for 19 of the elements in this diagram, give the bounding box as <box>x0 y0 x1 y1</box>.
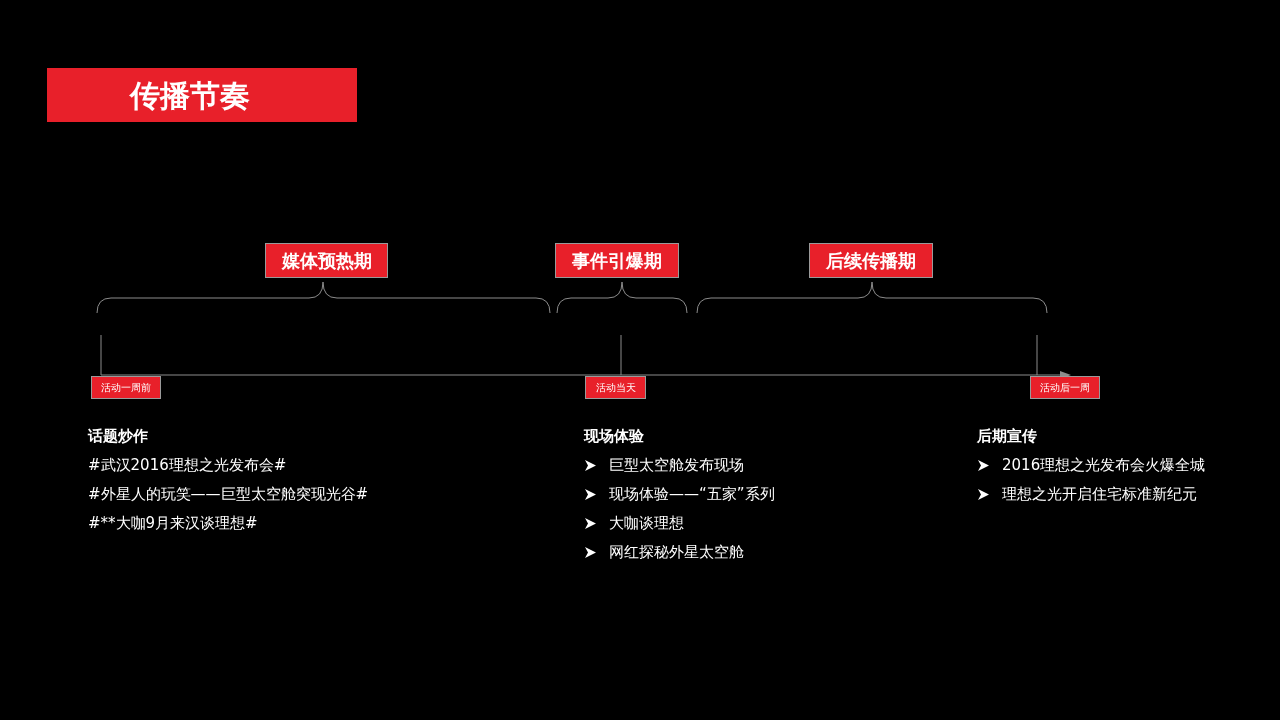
list-item: 大咖谈理想 <box>609 513 684 535</box>
list-item: #外星人的玩笑——巨型太空舱突现光谷# <box>88 484 369 506</box>
milestone-label: 活动后一周 <box>1030 376 1100 399</box>
phase-label: 后续传播期 <box>809 243 933 278</box>
list-item: 理想之光开启住宅标准新纪元 <box>1002 484 1197 506</box>
list-item: 网红探秘外星太空舱 <box>609 542 744 564</box>
list-item: #**大咖9月来汉谈理想# <box>88 513 258 535</box>
list-item: #武汉2016理想之光发布会# <box>88 455 287 477</box>
section-heading: 话题炒作 <box>88 426 148 448</box>
section-heading: 现场体验 <box>584 426 644 448</box>
section-heading: 后期宣传 <box>977 426 1037 448</box>
list-item: 现场体验——“五家”系列 <box>609 484 775 506</box>
phase-label: 媒体预热期 <box>265 243 388 278</box>
list-item: 巨型太空舱发布现场 <box>609 455 744 477</box>
milestone-label: 活动当天 <box>585 376 646 399</box>
milestone-label: 活动一周前 <box>91 376 161 399</box>
phase-label: 事件引爆期 <box>555 243 679 278</box>
title-banner: 传播节奏 <box>47 68 357 122</box>
list-item: 2016理想之光发布会火爆全城 <box>1002 455 1206 477</box>
